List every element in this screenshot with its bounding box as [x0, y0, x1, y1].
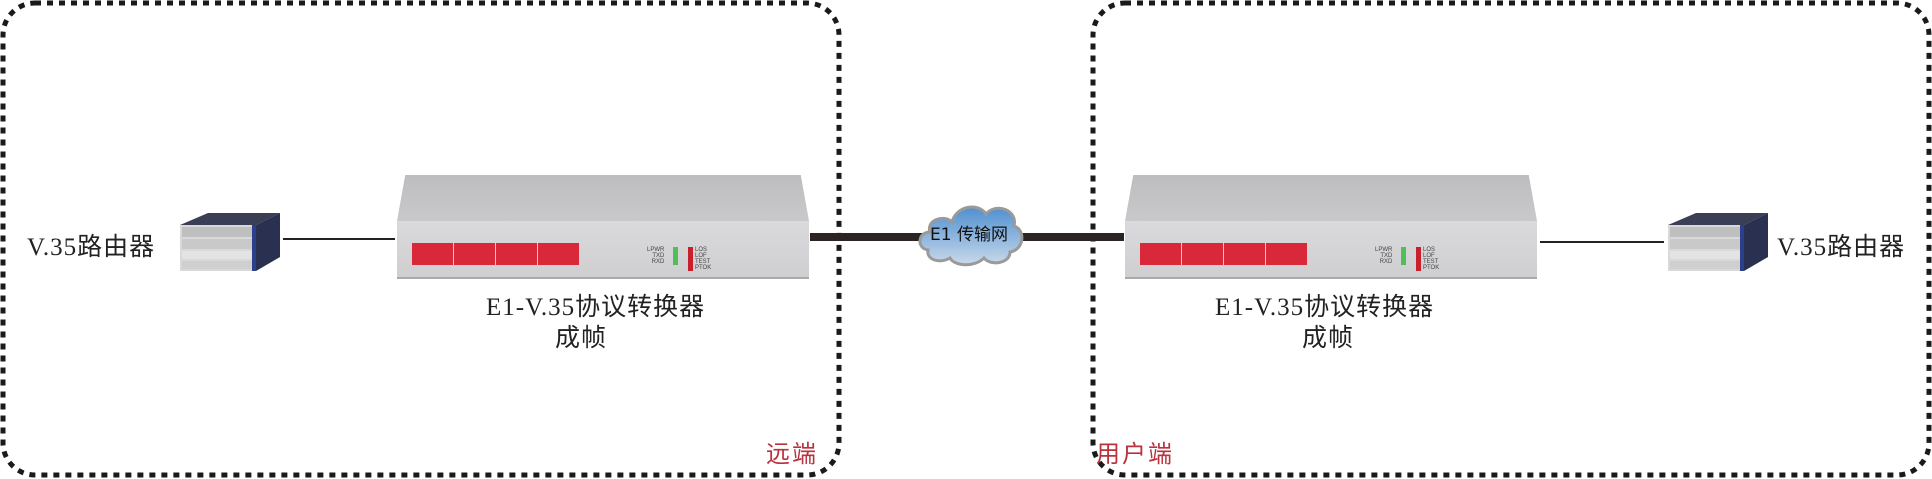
user-zone-label: 用户端 [1096, 442, 1174, 468]
red-leds [1416, 247, 1421, 271]
green-leds [673, 247, 678, 265]
dip-switch [454, 243, 495, 265]
led-label: TEST [695, 259, 711, 265]
dip-switch [1266, 243, 1307, 265]
router-icon [1668, 213, 1768, 271]
remote-zone-label: 远端 [766, 442, 818, 468]
led-label: LPWR [647, 247, 665, 253]
right-device-sublabel: 成帧 [1302, 325, 1355, 352]
remote-zone-border [0, 0, 842, 478]
left-v35-link [283, 238, 395, 240]
right-router-label: V.35路由器 [1777, 234, 1906, 261]
led-label: LOF [1423, 253, 1435, 259]
left-device-sublabel: 成帧 [555, 325, 608, 352]
led-label: RXD [651, 259, 665, 265]
green-leds [1401, 247, 1406, 265]
left-device-label: E1-V.35协议转换器 [486, 294, 706, 321]
left-router-label: V.35路由器 [27, 234, 156, 261]
led-label: PTOK [695, 265, 712, 271]
led-label: LOS [695, 247, 708, 253]
red-leds [688, 247, 693, 271]
right-device-label: E1-V.35协议转换器 [1215, 294, 1435, 321]
led-label: RXD [1379, 259, 1393, 265]
dip-switch [496, 243, 537, 265]
led-label: TXD [652, 253, 665, 259]
led-label: LOF [695, 253, 707, 259]
dip-switch [538, 243, 579, 265]
network-label: E1 传输网 [930, 225, 1008, 245]
dip-switch [1182, 243, 1223, 265]
led-label: TEST [1423, 259, 1439, 265]
led-label: TXD [1380, 253, 1393, 259]
dip-switch [1140, 243, 1181, 265]
led-label: PTOK [1423, 265, 1440, 271]
cloud-icon [918, 205, 1024, 267]
right-v35-link [1540, 241, 1664, 243]
dip-switch [412, 243, 453, 265]
led-label: LOS [1423, 247, 1436, 253]
dip-switch [1224, 243, 1265, 265]
led-label: LPWR [1375, 247, 1393, 253]
router-icon [180, 213, 280, 271]
